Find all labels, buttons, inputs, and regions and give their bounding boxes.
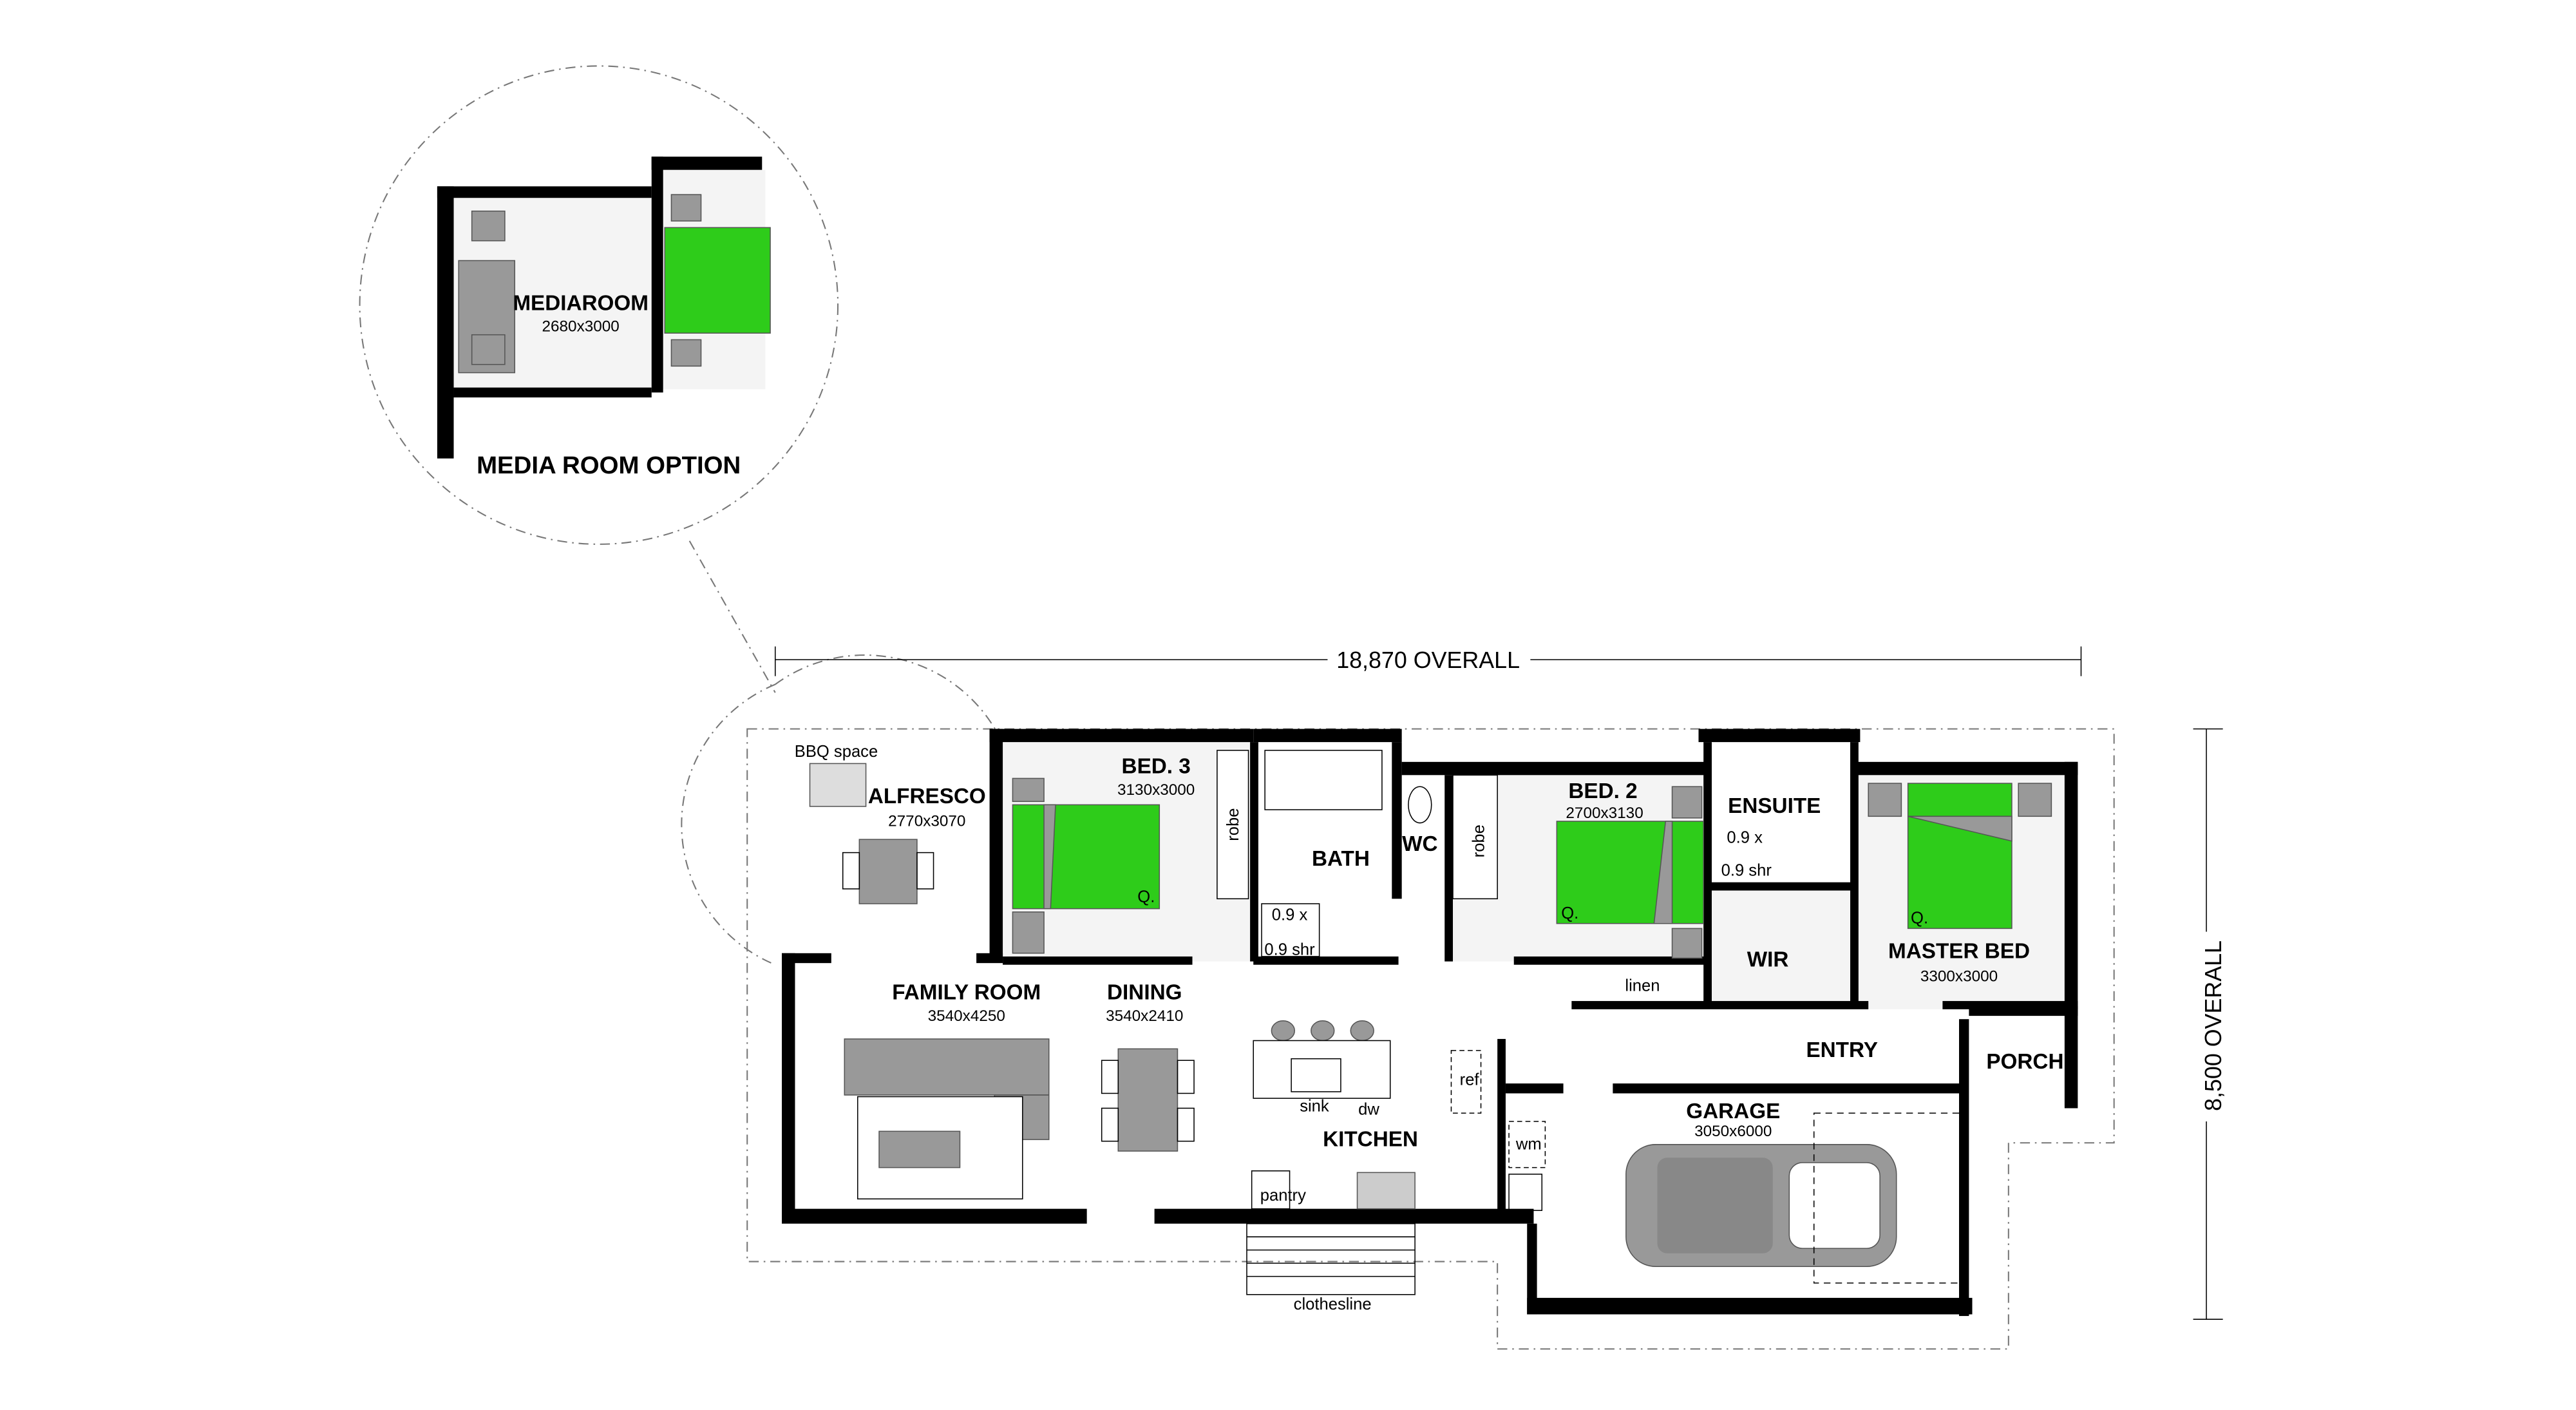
dining-chair (1101, 1060, 1119, 1094)
bath-shower (1261, 903, 1320, 957)
bed3-size: 3130x3000 (1117, 781, 1195, 799)
ref-label: ref (1460, 1071, 1480, 1089)
bed2-bed (1556, 821, 1704, 924)
dw-label: dw (1358, 1101, 1379, 1119)
ensuite-shower-label-a: 0.9 x (1727, 828, 1763, 846)
alfresco-chair (842, 852, 860, 890)
dining-table (1117, 1048, 1179, 1152)
bedside-table (1671, 786, 1703, 819)
media-room-option-title: MEDIA ROOM OPTION (477, 452, 741, 479)
bed3-queen-mark: Q. (1137, 888, 1155, 906)
washing-machine (1508, 1121, 1546, 1168)
wir-label: WIR (1747, 948, 1789, 971)
ensuite-label: ENSUITE (1728, 794, 1821, 818)
bed3-bed (1012, 804, 1160, 910)
wc-label: WC (1402, 832, 1437, 856)
pantry (1251, 1170, 1291, 1210)
bathtub (1264, 750, 1383, 810)
linen-label: linen (1625, 977, 1660, 995)
media-room-label: MEDIAROOM (513, 291, 649, 315)
overall-depth-label: 8,500 OVERALL (2201, 940, 2226, 1111)
kitchen-label: KITCHEN (1323, 1127, 1418, 1151)
callout-leader (688, 540, 776, 693)
coffee-table (878, 1130, 961, 1168)
bbq-space-label: BBQ space (795, 743, 878, 761)
bath-shower-label-a: 0.9 x (1272, 906, 1308, 924)
master-queen-mark: Q. (1911, 910, 1928, 928)
wm-label: wm (1515, 1135, 1542, 1153)
stove-icon (1356, 1172, 1416, 1210)
pantry-label: pantry (1260, 1186, 1306, 1205)
alfresco-callout-arc (681, 654, 999, 966)
garage-size: 3050x6000 (1694, 1123, 1772, 1140)
stool (1311, 1020, 1335, 1042)
bath-shower-label-b: 0.9 shr (1264, 940, 1315, 958)
clothesline-icon (1246, 1223, 1416, 1295)
entry-label: ENTRY (1806, 1038, 1878, 1062)
alfresco-size: 2770x3070 (888, 813, 965, 830)
master-bed-label: MASTER BED (1888, 939, 2030, 963)
bedside-table (1671, 928, 1703, 959)
porch-label: PORCH (1986, 1050, 2063, 1074)
bed3-robe-label: robe (1224, 808, 1242, 841)
dining-chair (1177, 1060, 1195, 1094)
bath-label: BATH (1312, 847, 1370, 871)
overall-depth-dimension: 8,500 OVERALL (2193, 728, 2226, 1320)
media-room-option: MEDIAROOM 2680x3000 MEDIA ROOM OPTION (437, 157, 771, 479)
alfresco-table (858, 839, 918, 904)
laundry-tub (1508, 1174, 1543, 1211)
family-room-size: 3540x4250 (928, 1007, 1005, 1025)
garage-door (1813, 1112, 1963, 1284)
bed3-robe (1217, 750, 1249, 900)
toilet-icon (1408, 786, 1432, 824)
family-room-label: FAMILY ROOM (892, 981, 1041, 1005)
bedside-table (1012, 777, 1045, 803)
alfresco-chair (916, 852, 934, 890)
dining-chair (1177, 1107, 1195, 1142)
car-icon (1625, 1144, 1897, 1268)
overall-width-label: 18,870 OVERALL (1336, 647, 1520, 673)
sofa (844, 1038, 1050, 1096)
option-callout-circle (359, 65, 839, 545)
bed2-robe-label: robe (1470, 824, 1488, 857)
clothesline-label: clothesline (1294, 1295, 1372, 1313)
bed2-label: BED. 2 (1568, 779, 1637, 803)
lot-boundary (746, 728, 2115, 1350)
bed2-robe (1452, 774, 1498, 900)
sink-icon (1291, 1058, 1341, 1092)
dining-chair (1101, 1107, 1119, 1142)
overall-width-dimension: 18,870 OVERALL (774, 646, 2082, 676)
ensuite-shower-label-b: 0.9 shr (1721, 861, 1772, 879)
walls (782, 729, 2078, 1317)
bed2-queen-mark: Q. (1561, 904, 1578, 922)
stool (1271, 1020, 1296, 1042)
kitchen-island (1253, 1040, 1391, 1099)
garage-label: GARAGE (1686, 1100, 1780, 1123)
master-bed-size: 3300x3000 (1920, 967, 1998, 985)
media-room-size: 2680x3000 (542, 318, 619, 336)
dining-label: DINING (1107, 981, 1182, 1005)
bedside-table (1012, 911, 1045, 954)
dining-size: 3540x2410 (1106, 1007, 1183, 1025)
sink-label: sink (1300, 1098, 1329, 1116)
stool (1350, 1020, 1374, 1042)
bbq-icon (809, 763, 867, 807)
master-bed (1907, 783, 2012, 929)
bed3-label: BED. 3 (1122, 755, 1191, 779)
bedside-table (2018, 783, 2052, 817)
alfresco-label: ALFRESCO (868, 785, 986, 808)
bed2-size: 2700x3130 (1566, 805, 1643, 822)
bedside-table (1868, 783, 1902, 817)
